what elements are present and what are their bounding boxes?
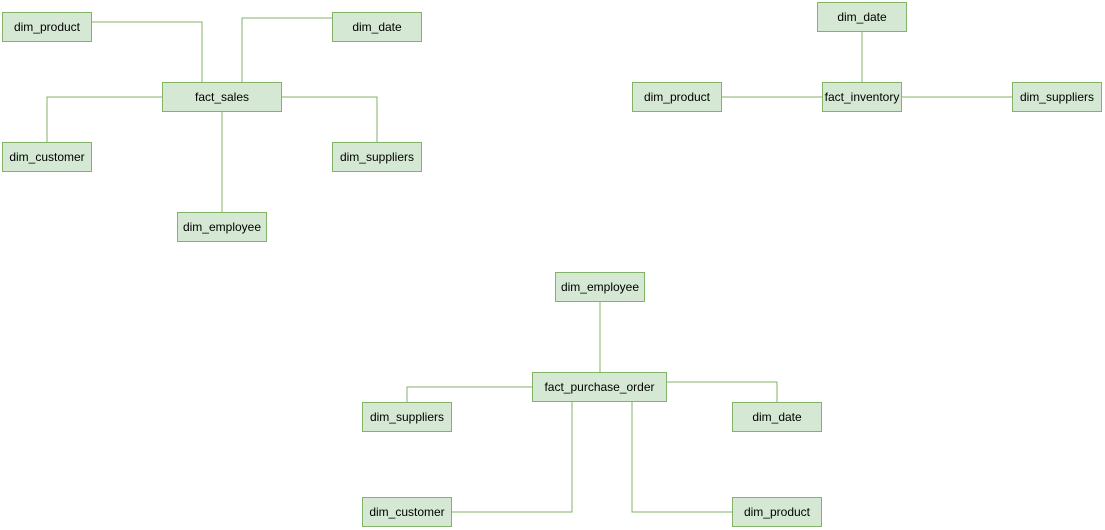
edge-sales-customer (46, 96, 162, 142)
po-dim-product-node[interactable]: dim_product (732, 497, 822, 527)
inventory-dim-date-node[interactable]: dim_date (817, 2, 907, 32)
edge-po-suppliers (406, 386, 532, 402)
po-dim-date-node[interactable]: dim_date (732, 402, 822, 432)
sales-dim-product-node[interactable]: dim_product (2, 12, 92, 42)
edge-sales-suppliers (282, 96, 378, 142)
fact-sales-node[interactable]: fact_sales (162, 82, 282, 112)
edge-po-customer (452, 402, 573, 513)
fact-purchase-order-node[interactable]: fact_purchase_order (532, 372, 667, 402)
po-dim-suppliers-node[interactable]: dim_suppliers (362, 402, 452, 432)
inventory-dim-suppliers-node[interactable]: dim_suppliers (1012, 82, 1102, 112)
fact-inventory-node[interactable]: fact_inventory (822, 82, 902, 112)
sales-dim-employee-node[interactable]: dim_employee (177, 212, 267, 242)
sales-dim-date-node[interactable]: dim_date (332, 12, 422, 42)
sales-dim-suppliers-node[interactable]: dim_suppliers (332, 142, 422, 172)
po-dim-customer-node[interactable]: dim_customer (362, 497, 452, 527)
inventory-dim-product-node[interactable]: dim_product (632, 82, 722, 112)
sales-dim-customer-node[interactable]: dim_customer (2, 142, 92, 172)
edge-po-product (631, 402, 732, 513)
edge-po-date (667, 381, 778, 402)
edge-sales-date (241, 17, 332, 82)
po-dim-employee-node[interactable]: dim_employee (555, 272, 645, 302)
